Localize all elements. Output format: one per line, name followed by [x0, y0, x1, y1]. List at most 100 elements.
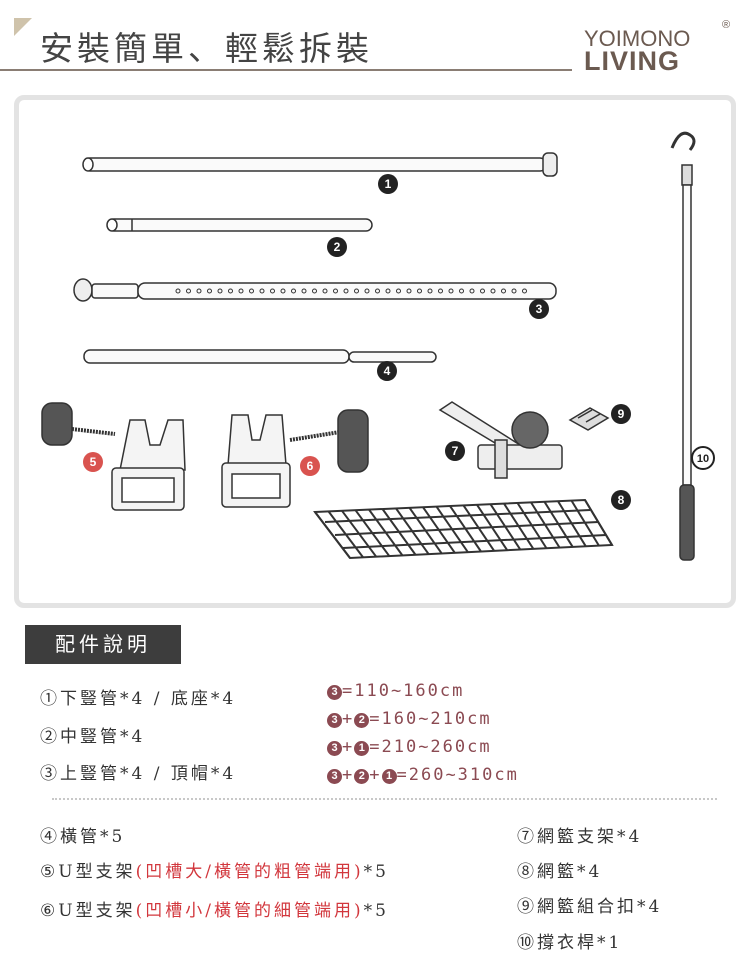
length-range: =260~310cm	[396, 765, 519, 785]
knob-screw-5-drawing	[41, 402, 116, 446]
pipe-hole	[238, 288, 244, 294]
length-combo-2: 3+2=160~210cm	[327, 709, 492, 729]
pipe-hole	[354, 288, 359, 294]
badge-4-label: 4	[384, 364, 391, 378]
basket-clip-drawing	[568, 407, 610, 431]
pipe-hole	[228, 288, 233, 294]
pipe-hole	[343, 288, 349, 294]
part-2: ②中豎管*4	[40, 727, 146, 747]
badge-2	[327, 237, 347, 257]
part-10: ⑩撐衣桿*1	[517, 933, 623, 953]
middle-vertical-pipe-drawing	[106, 218, 373, 232]
basket-wire	[570, 500, 600, 547]
pipe-hole	[196, 288, 202, 294]
pipe-hole	[259, 288, 265, 294]
length-range: =160~210cm	[369, 709, 492, 729]
u-bracket-small-drawing	[221, 414, 291, 508]
badge-4	[377, 361, 397, 381]
badge-5	[83, 452, 103, 472]
pipe-hole	[501, 288, 506, 294]
badge-3	[529, 299, 549, 319]
badge-1-label: 1	[385, 177, 392, 191]
part-7: ⑦網籃支架*4	[517, 827, 643, 847]
length-range: =210~260cm	[369, 737, 492, 757]
part-5: ⑤U型支架(凹槽大/橫管的粗管端用)*5	[40, 857, 389, 882]
brand-logo: YOIMONO LIVING ®	[584, 20, 730, 76]
badge-3-label: 3	[536, 302, 543, 316]
part-6-name: ⑥U型支架	[40, 901, 136, 921]
clothes-pole-drawing	[670, 131, 696, 561]
basket-wire	[422, 506, 456, 554]
length-combo-4: 3+2+1=260~310cm	[327, 765, 519, 785]
part-number-badge: 2	[354, 769, 370, 784]
pipe-hole	[480, 288, 485, 294]
part-5-qty: *5	[363, 862, 389, 882]
part-number-badge: 3	[327, 713, 342, 728]
pipe-hole	[469, 288, 475, 294]
basket-wire	[327, 510, 364, 558]
part-number-badge: 1	[381, 769, 397, 784]
part-1: ①下豎管*4 / 底座*4	[40, 689, 237, 709]
pipe-hole	[417, 288, 422, 294]
pipe-hole	[511, 288, 517, 294]
pipe-hole	[375, 288, 380, 294]
basket-wire	[449, 505, 482, 553]
badge-2-label: 2	[334, 240, 341, 254]
basket-wire	[584, 499, 613, 546]
badge-7	[445, 441, 465, 461]
part-number-badge: 3	[327, 769, 342, 784]
badge-7-label: 7	[452, 444, 459, 458]
page-title: 安裝簡單、輕鬆拆裝	[40, 29, 373, 68]
badge-6	[300, 456, 320, 476]
basket-wire	[516, 502, 548, 549]
basket-wire	[476, 504, 509, 551]
pipe-hole	[396, 288, 401, 294]
badge-9	[611, 404, 631, 424]
pipe-hole	[280, 288, 286, 294]
badge-10	[691, 446, 715, 470]
length-combo-1: 3=110~160cm	[327, 681, 464, 701]
dotted-divider	[52, 798, 717, 800]
badge-10-label: 10	[697, 453, 709, 465]
plus-sign: +	[369, 765, 382, 785]
pipe-hole	[312, 288, 317, 294]
basket-wire	[530, 501, 561, 549]
part-3: ③上豎管*4 / 頂帽*4	[40, 764, 237, 784]
part-5-name: ⑤U型支架	[40, 862, 136, 882]
badge-9-label: 9	[618, 407, 625, 421]
logo-line1: YOIMONO	[584, 26, 691, 51]
part-8: ⑧網籃*4	[517, 862, 603, 882]
pipe-hole	[459, 288, 464, 294]
pipe-hole	[207, 288, 212, 294]
logo-line2: LIVING	[584, 46, 681, 76]
basket-wire	[341, 510, 378, 558]
part-6-note: (凹槽小/橫管的細管端用)	[135, 901, 364, 921]
basket-holder-drawing	[438, 401, 563, 479]
u-bracket-large-drawing	[111, 419, 186, 511]
pipe-hole	[322, 288, 328, 294]
upper-vertical-pipe-drawing	[73, 278, 557, 302]
knob-screw-6-drawing	[289, 409, 369, 473]
plus-sign: +	[342, 709, 355, 729]
pipe-hole	[406, 288, 412, 294]
pipe-hole	[333, 288, 338, 294]
basket-wire	[557, 500, 587, 547]
part-number-badge: 3	[327, 741, 342, 756]
basket-wire	[462, 504, 495, 552]
part-number-badge: 2	[354, 713, 370, 728]
pipe-hole	[249, 288, 254, 294]
pipe-hole	[490, 288, 496, 294]
plus-sign: +	[342, 765, 355, 785]
basket-wire	[435, 506, 469, 553]
pipe-hole	[175, 288, 181, 294]
logo-registered-mark: ®	[722, 19, 731, 31]
basket-wire	[314, 511, 351, 559]
basket-wire	[543, 501, 574, 548]
pipe-hole	[385, 288, 391, 294]
basket-wire	[489, 503, 522, 551]
header-triangle-decoration	[14, 18, 32, 36]
badge-8	[611, 490, 631, 510]
badge-8-label: 8	[618, 493, 625, 507]
pipe-hole	[364, 288, 370, 294]
pipe-hole	[448, 288, 454, 294]
